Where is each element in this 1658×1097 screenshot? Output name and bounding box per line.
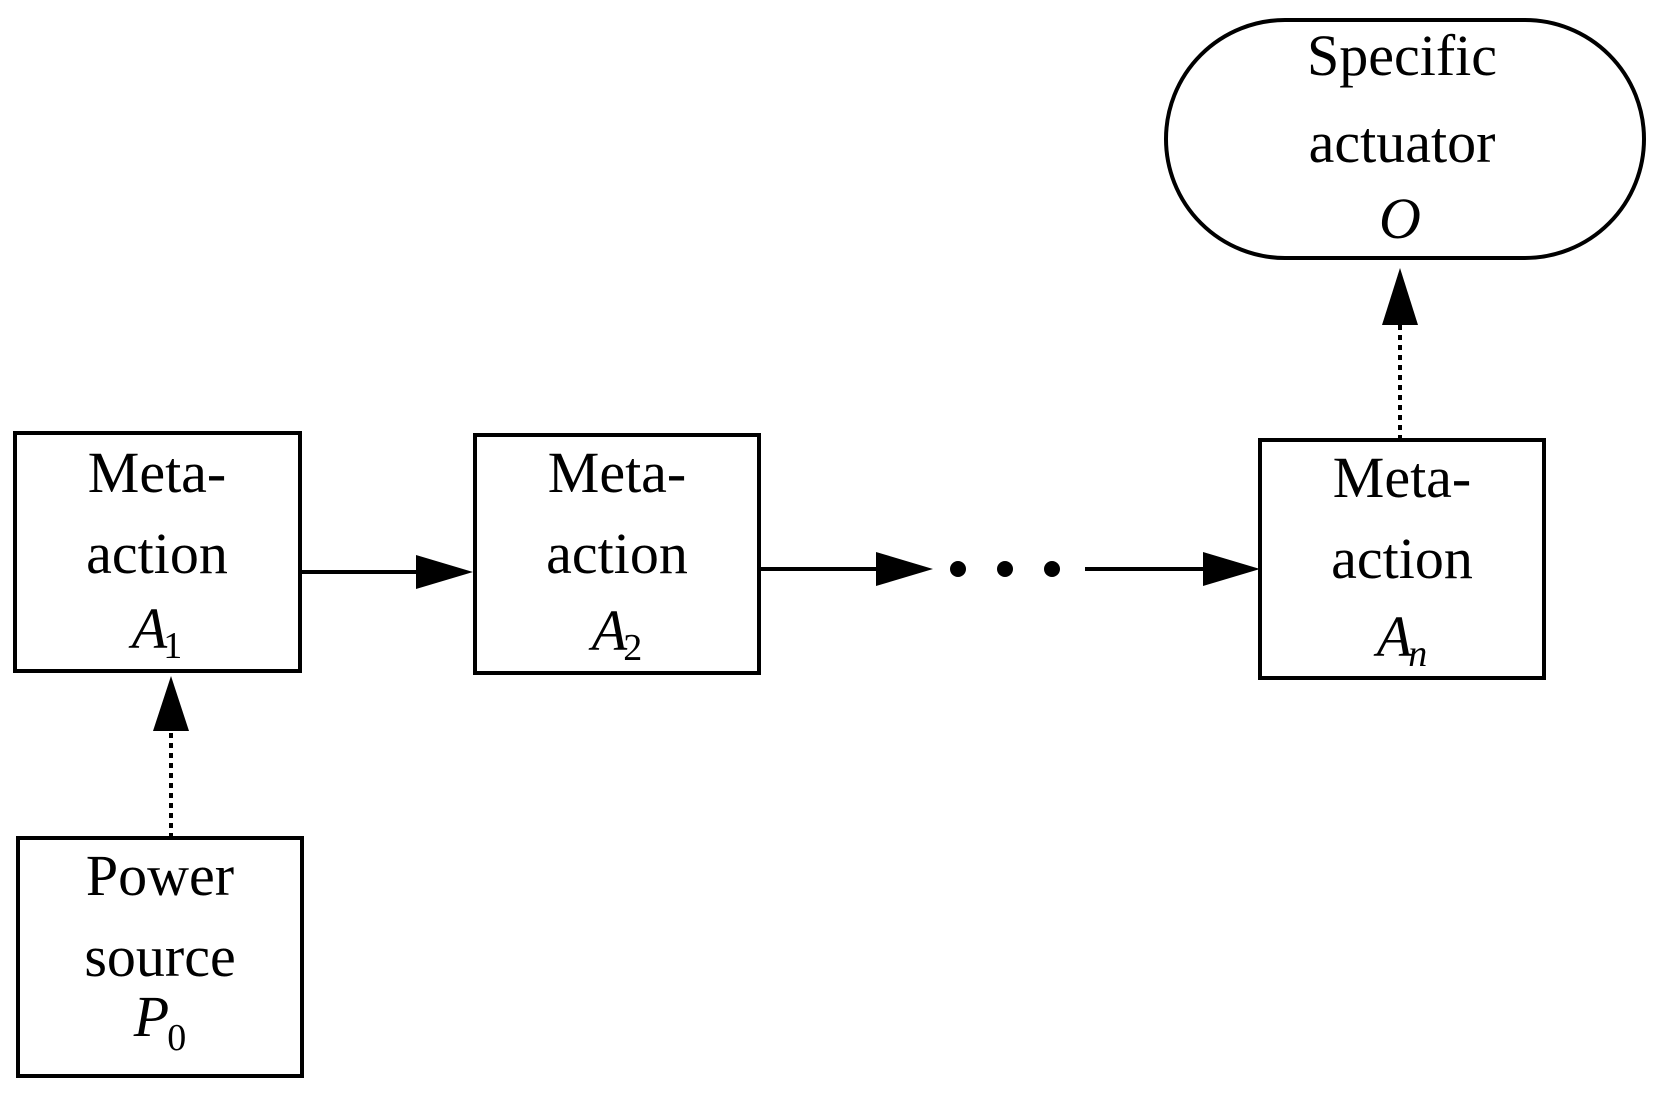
actuator-line2: actuator: [1309, 110, 1496, 175]
arrow-a2-to-ellipsis: [759, 552, 933, 586]
a1-symbol-subscript: 1: [163, 625, 182, 667]
actuator-symbol: O: [1379, 186, 1421, 251]
an-symbol-letter: A: [1373, 604, 1413, 669]
power-source-line2: source: [84, 924, 235, 989]
a1-symbol: A1: [128, 596, 182, 667]
an-line1: Meta-: [1333, 445, 1472, 510]
a2-symbol-letter: A: [588, 598, 628, 663]
meta-action-a1-node: Meta- action A1: [13, 431, 302, 673]
a2-symbol-subscript: 2: [623, 627, 642, 669]
arrow-an-to-actuator: [1382, 268, 1418, 440]
actuator-line1: Specific: [1307, 23, 1497, 88]
power-source-symbol-subscript: 0: [167, 1017, 186, 1059]
an-symbol-subscript: n: [1408, 633, 1427, 675]
meta-action-an-node: Meta- action An: [1258, 438, 1546, 680]
specific-actuator-node: Specific actuator O: [1164, 18, 1646, 260]
arrow-ellipsis-to-an: [1085, 552, 1260, 586]
an-line2: action: [1331, 526, 1473, 591]
power-source-symbol: P0: [133, 984, 186, 1059]
power-source-line1: Power: [86, 843, 234, 908]
a1-symbol-letter: A: [128, 596, 168, 661]
power-source-node: Power source P0: [16, 836, 304, 1078]
an-symbol: An: [1373, 604, 1427, 675]
a2-line1: Meta-: [548, 440, 687, 505]
a1-line1: Meta-: [88, 440, 227, 505]
a1-line2: action: [86, 521, 228, 586]
power-source-symbol-letter: P: [133, 984, 169, 1049]
ellipsis-dots: …: [950, 561, 1060, 577]
a2-line2: action: [546, 521, 688, 586]
a2-symbol: A2: [588, 598, 642, 669]
meta-action-a2-node: Meta- action A2: [473, 433, 761, 675]
arrow-power-to-a1: [153, 676, 189, 838]
arrow-a1-to-a2: [300, 555, 473, 589]
